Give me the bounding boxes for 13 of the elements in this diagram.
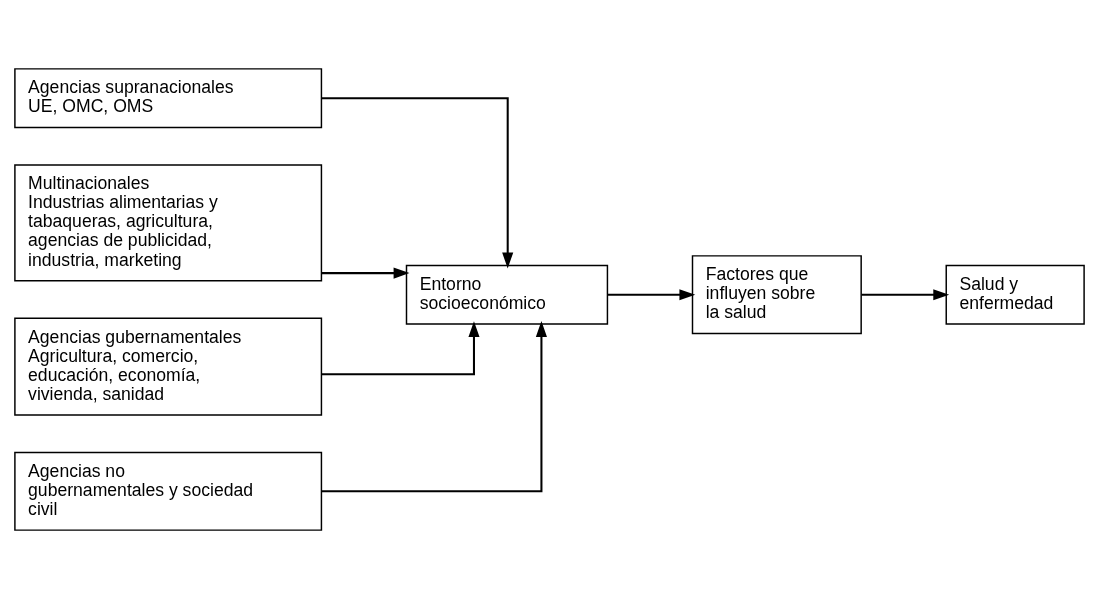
arrow (321, 320, 480, 375)
node-box: Agencias no gubernamentales y sociedad civil (14, 451, 323, 531)
node-box: Entorno socioeconómico (405, 264, 609, 325)
node-box: Multinacionales Industrias alimentarias y tabaqueras, agricultura, agencias de publicidad, industria, marketing (14, 163, 323, 282)
arrow (321, 320, 547, 492)
arrow (321, 267, 410, 279)
arrow (861, 288, 950, 300)
arrow (607, 288, 696, 300)
node-box: Agencias gubernamentales Agricultura, comercio, educación, economía, vivienda, sanidad (14, 316, 323, 416)
node-box: Salud y enfermedad (945, 264, 1085, 325)
node-box: Factores que influyen sobre la salud (691, 254, 862, 334)
node-box: Agencias supranacionales UE, OMC, OMS (14, 67, 323, 128)
arrow (321, 96, 514, 268)
